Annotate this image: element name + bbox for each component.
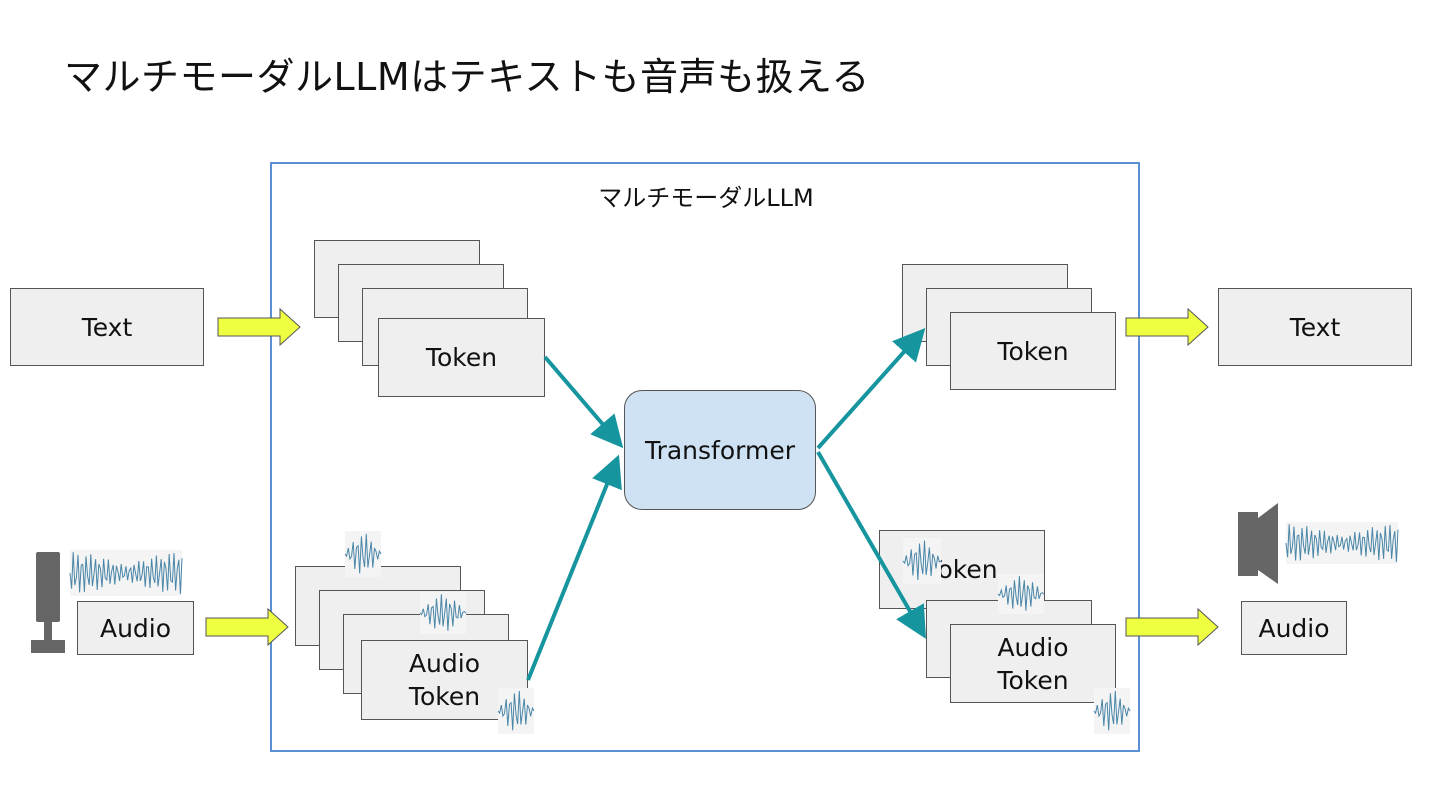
input-text-token: Token xyxy=(378,318,545,397)
output-audio-token: Audio Token xyxy=(950,624,1116,703)
page-title: マルチモーダルLLMはテキストも音声も扱える xyxy=(64,55,870,99)
block-arrow-text-out xyxy=(1125,307,1209,347)
waveform-icon xyxy=(1285,524,1399,563)
block-arrow-text-in xyxy=(217,307,301,347)
llm-label: マルチモーダルLLM xyxy=(598,184,814,212)
transformer-block: Transformer xyxy=(624,390,816,510)
output-text-box: Text xyxy=(1218,288,1412,366)
block-arrow-audio-out xyxy=(1125,607,1219,647)
waveform-icon xyxy=(419,594,467,631)
waveform-icon xyxy=(344,533,382,574)
waveform-background xyxy=(1286,522,1398,564)
arrow-transformer-to-text-token xyxy=(816,328,926,450)
waveform-background xyxy=(70,550,182,596)
llm-frame xyxy=(270,162,1140,752)
waveform-icon xyxy=(1093,690,1131,731)
waveform-icon xyxy=(997,576,1045,611)
arrow-text-token-to-transformer xyxy=(543,355,624,449)
microphone-icon xyxy=(31,552,65,653)
speaker-icon xyxy=(1238,503,1278,584)
waveform-icon xyxy=(497,690,535,731)
arrow-audio-token-to-transformer xyxy=(526,454,622,681)
arrow-transformer-to-audio-token xyxy=(816,450,927,639)
output-text-token: Token xyxy=(950,312,1116,390)
waveform-icon xyxy=(902,540,942,581)
block-arrow-audio-in xyxy=(205,607,289,647)
output-audio-box: Audio xyxy=(1241,601,1347,655)
input-text-box: Text xyxy=(10,288,204,366)
waveform-icon xyxy=(69,552,183,595)
input-audio-box: Audio xyxy=(77,601,194,655)
